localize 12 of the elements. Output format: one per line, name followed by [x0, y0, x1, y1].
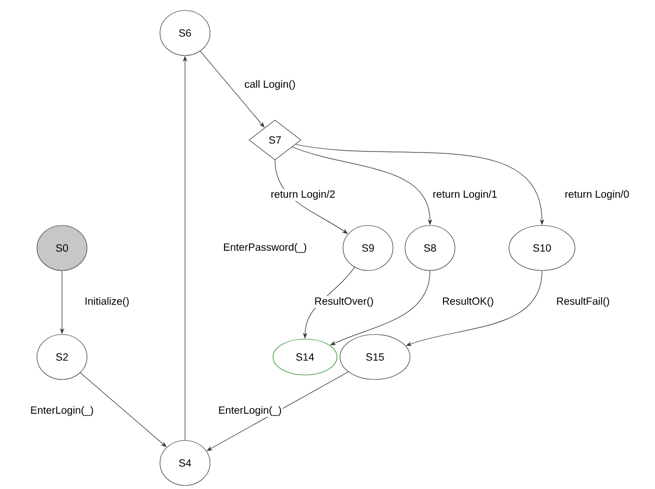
edge-label: call Login(): [243, 79, 297, 91]
edge-label: ResultOver(): [313, 296, 375, 308]
edge-label: EnterLogin(_): [217, 405, 283, 417]
edge-label: return Login/0: [564, 189, 630, 201]
edge-label: EnterLogin(_): [29, 405, 95, 417]
arrow: [206, 372, 349, 451]
edge-label: return Login/1: [432, 189, 498, 201]
edge-label: return Login/2: [270, 189, 336, 201]
edge-label: EnterPassword(_): [222, 242, 308, 254]
edge-label: ResultFail(): [555, 296, 611, 308]
edge-label: ResultOK(): [441, 296, 495, 308]
edge-label: Initialize(): [84, 296, 130, 308]
